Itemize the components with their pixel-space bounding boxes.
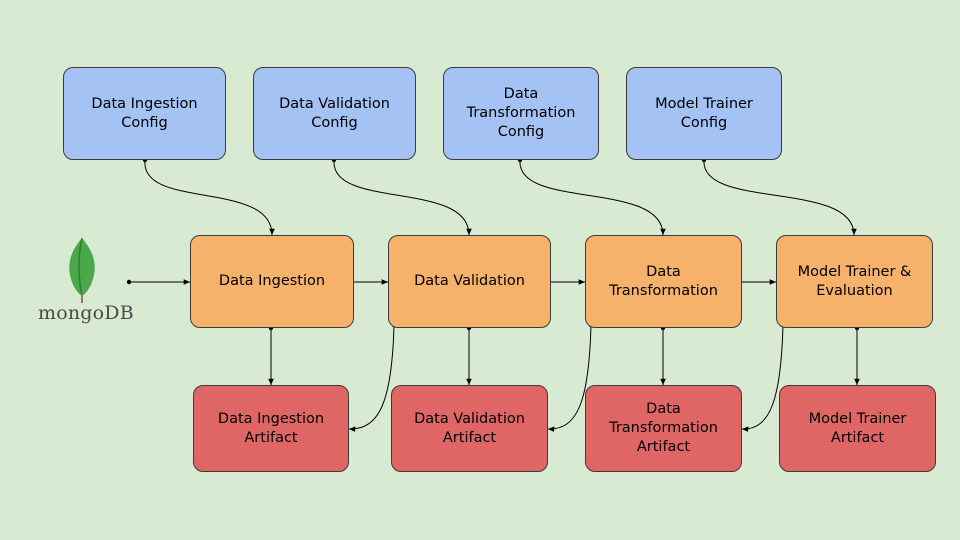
stage-model-trainer-evaluation: Model Trainer &Evaluation <box>776 235 933 328</box>
connector-config-to-ingestion <box>144 159 275 236</box>
stage-data-validation: Data Validation <box>388 235 551 328</box>
connector-mongodb-to-ingestion-start-dot <box>126 279 132 285</box>
connector-config-to-validation <box>333 159 472 236</box>
mongodb-leaf-icon <box>69 237 95 303</box>
connector-ingestion-artifact-to-validation <box>348 324 395 432</box>
connector-validation-artifact-to-transformation <box>547 324 592 433</box>
connector-transformation-artifact-to-trainer <box>741 324 784 433</box>
connector-config-to-trainer <box>703 159 857 236</box>
connector-config-to-transformation <box>519 159 666 236</box>
stage-data-ingestion: Data Ingestion <box>190 235 354 328</box>
mongodb-logo-text: mongoDB <box>38 302 134 324</box>
